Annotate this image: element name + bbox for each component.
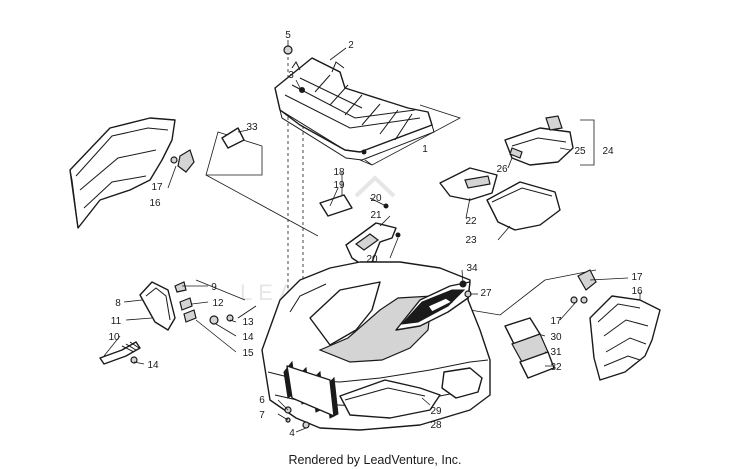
callout-19: 19 [333,180,345,191]
callout-15: 15 [242,348,254,359]
callout-24: 24 [602,146,614,157]
callout-22: 22 [465,216,477,227]
callout-20-top: 20 [370,193,382,204]
decal-33 [221,127,245,149]
callout-10: 10 [108,332,120,343]
callout-labels: 5 2 3 1 33 24 25 26 17 16 18 19 20 21 20… [108,30,643,439]
callout-31: 31 [550,347,562,358]
callout-27: 27 [480,288,492,299]
callout-25: 25 [574,146,586,157]
callout-29: 29 [430,406,442,417]
callout-28: 28 [430,420,442,431]
callout-32: 32 [550,362,562,373]
callout-21: 21 [370,210,382,221]
callout-34: 34 [466,263,478,274]
callout-17-right: 17 [550,316,562,327]
left-side-panel [69,117,195,229]
console [504,115,574,166]
callout-9: 9 [211,282,217,293]
callout-13: 13 [242,317,254,328]
callout-11: 11 [111,316,122,327]
hood-decal [395,280,471,331]
callout-16-right: 16 [631,286,643,297]
headlight-assembly [99,281,257,365]
callout-5: 5 [285,30,291,41]
front-grille [283,360,339,419]
callout-2: 2 [348,40,354,51]
callout-1: 1 [422,144,428,155]
callout-8: 8 [115,298,121,309]
callout-33: 33 [246,122,258,133]
cargo-rack [274,45,435,161]
callout-20-bottom: 20 [366,254,378,265]
callout-23: 23 [465,235,477,246]
callout-3: 3 [288,70,294,81]
callout-26: 26 [496,164,508,175]
right-side-panel [577,269,661,381]
callout-18: 18 [333,167,345,178]
callout-14-center: 14 [242,332,254,343]
storage-box [439,167,561,231]
callout-16-left: 16 [149,198,161,209]
center-bracket [319,194,401,267]
callout-6: 6 [259,395,265,406]
callout-17-top-right: 17 [631,272,643,283]
callout-12: 12 [212,298,224,309]
side-decals [504,317,555,379]
leader-lines [103,40,641,433]
callout-30: 30 [550,332,562,343]
callout-4: 4 [289,428,295,439]
callout-14-left: 14 [147,360,159,371]
credit-text: Rendered by LeadVenture, Inc. [288,453,461,467]
callout-7: 7 [259,410,265,421]
callout-17-left: 17 [151,182,163,193]
